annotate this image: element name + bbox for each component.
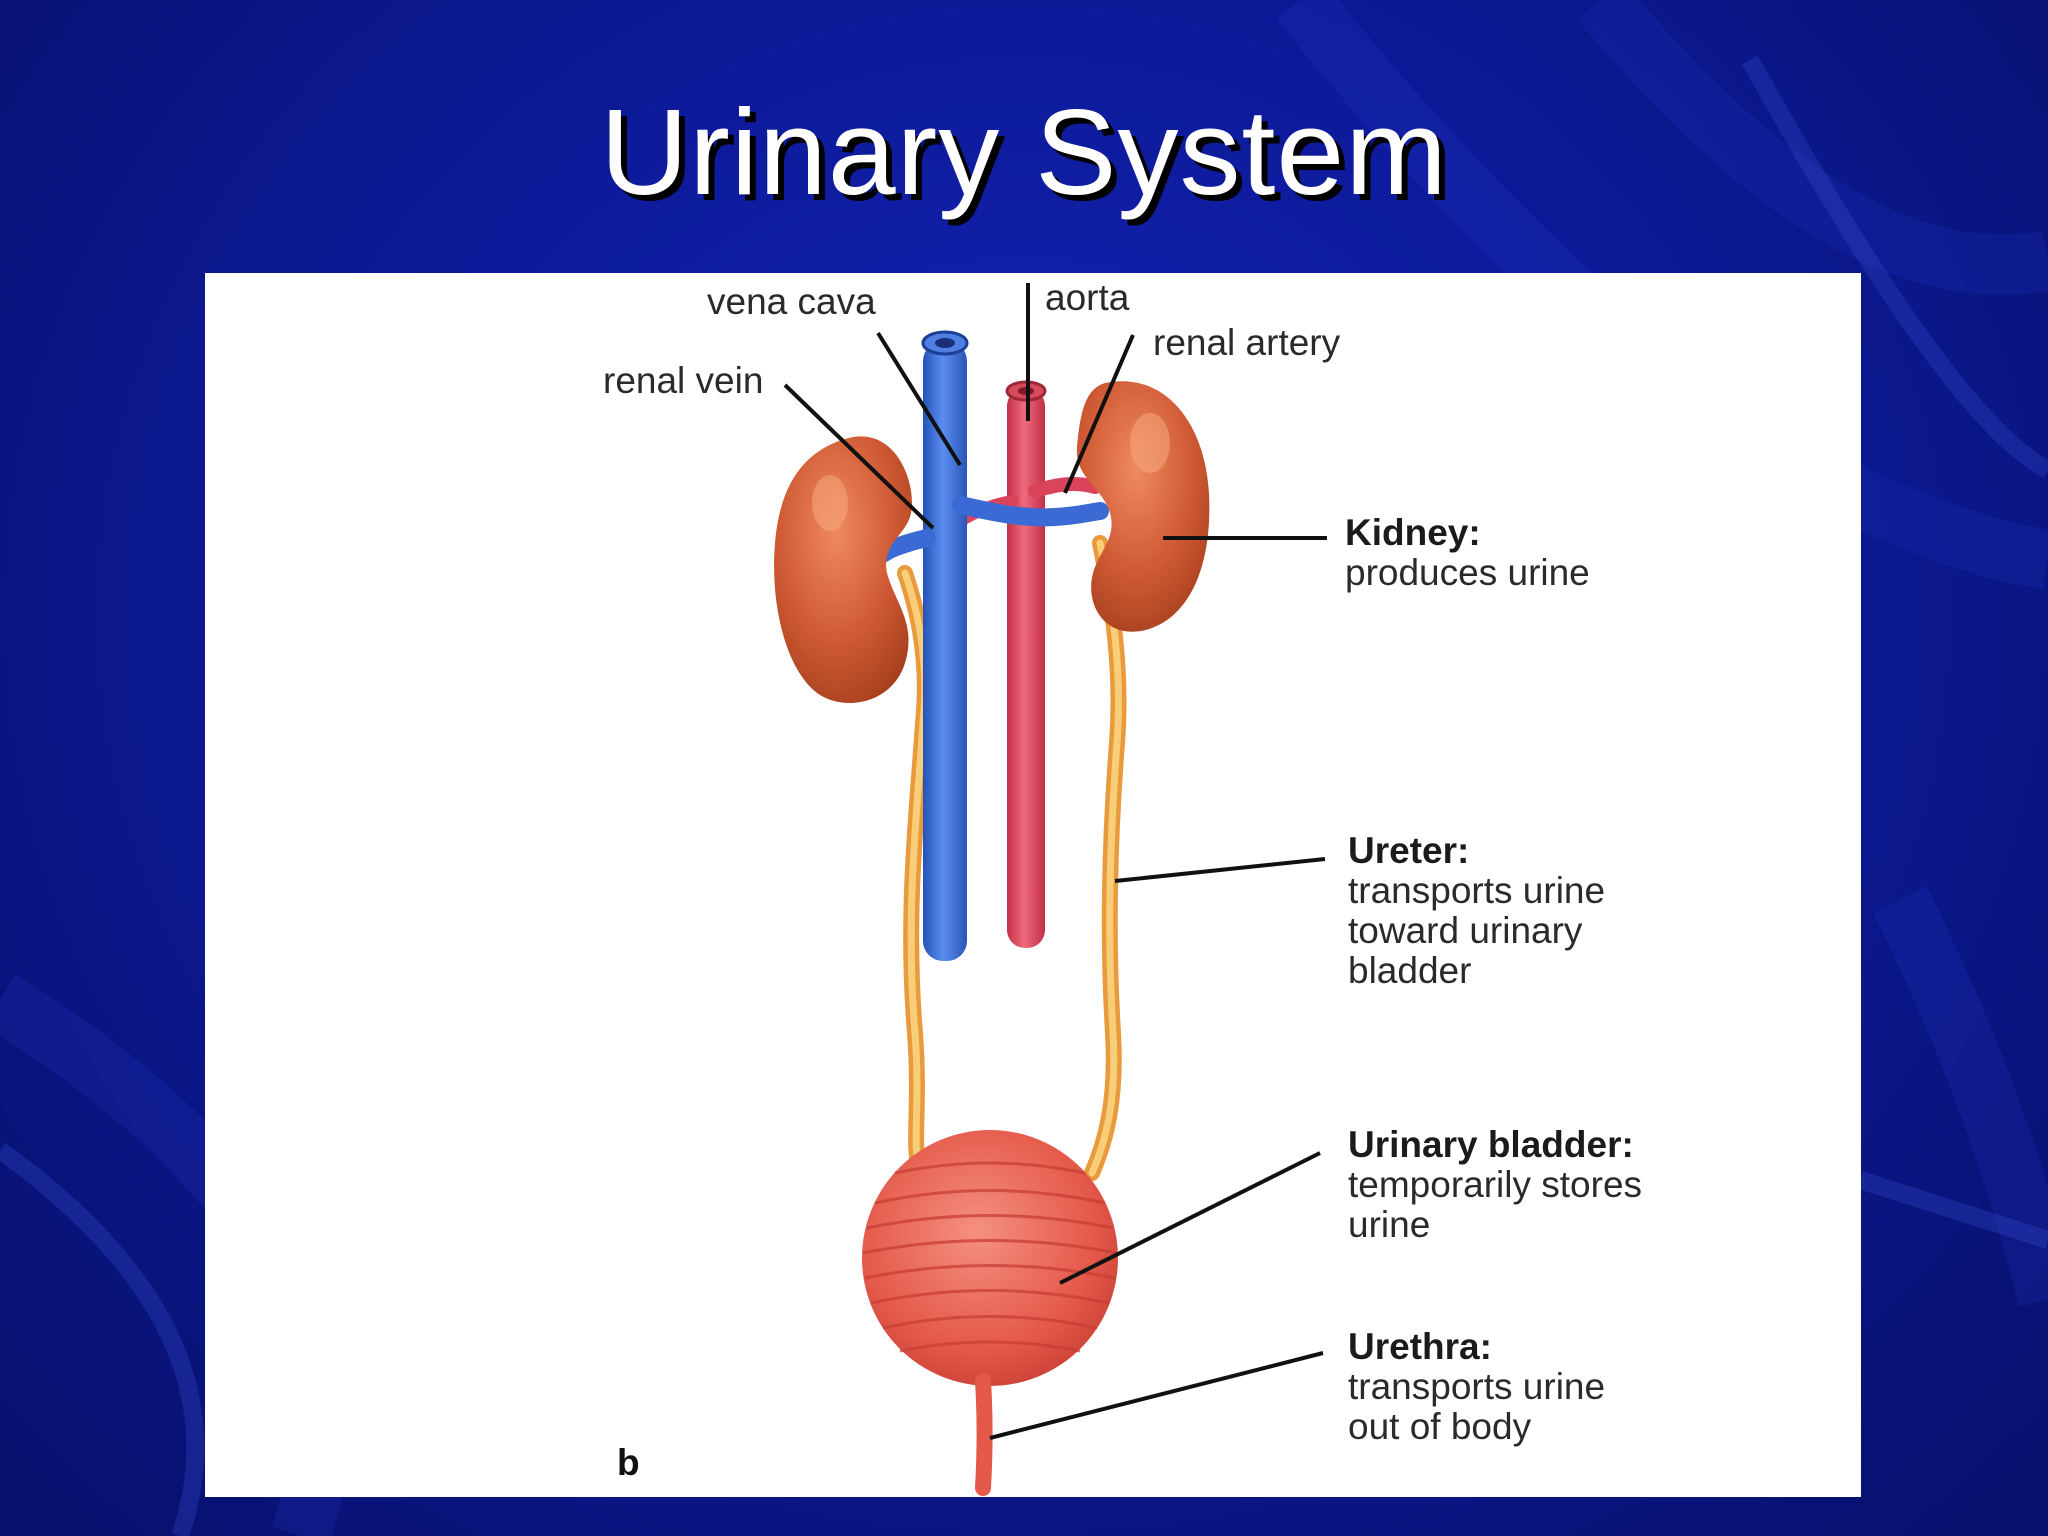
- label-urethra: Urethra: transports urine out of body: [1348, 1327, 1605, 1447]
- label-kidney: Kidney: produces urine: [1345, 513, 1590, 593]
- urethra-desc-2: out of body: [1348, 1406, 1532, 1447]
- urethra: [975, 1373, 993, 1496]
- bladder-desc-2: urine: [1348, 1204, 1431, 1245]
- left-kidney: [774, 436, 912, 703]
- right-renal-artery: [1028, 477, 1102, 498]
- leader-urethra: [989, 1351, 1324, 1440]
- aorta-vessel: [1007, 388, 1045, 948]
- label-vena-cava: vena cava: [707, 281, 876, 322]
- label-ureter: Ureter: transports urine toward urinary …: [1348, 831, 1605, 991]
- right-renal-vein: [952, 496, 1109, 527]
- bladder-desc-1: temporarily stores: [1348, 1164, 1643, 1205]
- ureter-desc-3: bladder: [1348, 950, 1472, 991]
- ureter-name: Ureter:: [1348, 830, 1470, 871]
- kidney-name: Kidney:: [1345, 512, 1481, 553]
- leader-bladder: [1059, 1151, 1321, 1285]
- urethra-name: Urethra:: [1348, 1326, 1492, 1367]
- panel-letter: b: [617, 1442, 640, 1483]
- urethra-desc-1: transports urine: [1348, 1366, 1606, 1407]
- leader-vena-cava: [876, 331, 962, 467]
- vena-cava-vessel: [923, 341, 967, 961]
- label-renal-vein: renal vein: [603, 360, 764, 401]
- slide-title: Urinary System: [600, 84, 1448, 220]
- urinary-bladder: [862, 1130, 1118, 1386]
- kidney-desc-1: produces urine: [1345, 552, 1590, 593]
- label-aorta: aorta: [1045, 277, 1130, 318]
- ureter-desc-2: toward urinary: [1348, 910, 1583, 951]
- label-renal-artery: renal artery: [1153, 322, 1341, 363]
- leader-renal-artery: [1063, 334, 1135, 494]
- label-urinary-bladder: Urinary bladder: temporarily stores urin…: [1348, 1125, 1642, 1245]
- leader-ureter: [1114, 857, 1326, 883]
- right-kidney: [1076, 381, 1210, 632]
- ureter-desc-1: transports urine: [1348, 870, 1606, 911]
- anatomy-illustration: [774, 283, 1327, 1496]
- urinary-system-figure: vena cava aorta renal artery renal vein …: [205, 273, 1861, 1497]
- leader-renal-vein: [783, 383, 935, 530]
- bladder-name: Urinary bladder:: [1348, 1124, 1634, 1165]
